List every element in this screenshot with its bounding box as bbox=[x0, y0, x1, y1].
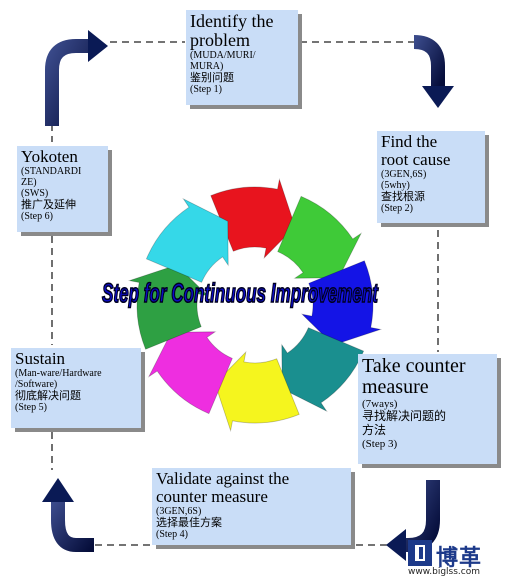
cycle-arrow-segment bbox=[147, 331, 233, 415]
step-chinese-label: 方法 bbox=[362, 422, 387, 437]
step-chinese-label: 推广及延伸 bbox=[21, 197, 76, 211]
step-number: (Step 5) bbox=[15, 402, 47, 414]
step-title-line: counter measure bbox=[156, 486, 268, 506]
step-subtitle-line: (3GEN,6S) bbox=[381, 168, 427, 180]
step-box-take-counter-measure: Take counter measure (7ways) 寻找解决问题的 方法 … bbox=[358, 354, 497, 464]
step-chinese-label: 选择最佳方案 bbox=[156, 515, 222, 529]
step-title-line: Find the bbox=[381, 132, 438, 151]
brand-name: 博革 bbox=[436, 546, 483, 571]
step-title-line: Yokoten bbox=[21, 147, 78, 166]
step-number: (Step 3) bbox=[362, 437, 398, 450]
step-subtitle-line: ZE) bbox=[21, 176, 37, 188]
brand-url: www.biglss.com bbox=[408, 567, 481, 577]
step-title-line: measure bbox=[362, 376, 429, 398]
cycle-arrow-segment bbox=[145, 197, 229, 283]
step-title-line: Identify the bbox=[190, 11, 274, 31]
step-subtitle-line: (Man-ware/Hardware bbox=[15, 367, 102, 379]
step-subtitle-line: MURA) bbox=[190, 60, 224, 72]
step-box-find-root-cause: Find the root cause (3GEN,6S) (5why) 查找根… bbox=[377, 131, 485, 223]
cycle-arrow-segment bbox=[214, 350, 300, 433]
step-chinese-label: 查找根源 bbox=[381, 189, 425, 203]
step-subtitle-line: /Software) bbox=[15, 378, 58, 390]
step-subtitle-line: (5why) bbox=[381, 179, 410, 191]
step-number: (Step 4) bbox=[156, 529, 188, 541]
cycle-arrow-segment bbox=[127, 264, 210, 350]
step-chinese-label: 鉴别问题 bbox=[190, 70, 234, 84]
step-subtitle-line: (7ways) bbox=[362, 398, 398, 410]
step-chinese-label: 彻底解决问题 bbox=[15, 388, 81, 402]
step-subtitle-line: (SWS) bbox=[21, 187, 49, 199]
corner-arrow-top-left bbox=[45, 30, 108, 126]
cycle-arrow-segment bbox=[300, 260, 383, 346]
step-box-identify-problem: Identify the problem (MUDA/MURI/ MURA) 鉴… bbox=[186, 10, 298, 105]
center-title: Step for Continuous Improvement bbox=[102, 278, 379, 308]
step-box-sustain: Sustain (Man-ware/Hardware /Software) 彻底… bbox=[11, 348, 141, 428]
cycle-arrow-segment bbox=[281, 327, 365, 413]
cycle-arrow-segment bbox=[277, 195, 363, 279]
step-number: (Step 2) bbox=[381, 203, 413, 215]
step-title-line: problem bbox=[190, 29, 250, 50]
step-title-line: Sustain bbox=[15, 349, 66, 368]
step-chinese-label: 寻找解决问题的 bbox=[362, 409, 447, 424]
step-box-validate-counter-measure: Validate against the counter measure (3G… bbox=[152, 468, 351, 545]
step-number: (Step 1) bbox=[190, 84, 222, 96]
step-box-yokoten: Yokoten (STANDARDI ZE) (SWS) 推广及延伸 (Step… bbox=[17, 146, 108, 232]
brand-logo-icon bbox=[408, 540, 432, 566]
cycle-arrow-segment bbox=[210, 177, 296, 260]
step-subtitle-line: (STANDARDI bbox=[21, 165, 82, 177]
step-title-line: Validate against the bbox=[156, 469, 290, 488]
step-title-line: root cause bbox=[381, 149, 451, 169]
step-subtitle-line: (MUDA/MURI/ bbox=[190, 49, 256, 61]
step-subtitle-line: (3GEN,6S) bbox=[156, 505, 202, 517]
corner-arrow-bottom-left bbox=[42, 478, 94, 552]
step-title-line: Take counter bbox=[362, 355, 466, 377]
brand-logo: 博革 www.biglss.com bbox=[408, 540, 503, 578]
cycle-arrows bbox=[127, 177, 383, 433]
corner-arrow-top-right bbox=[413, 35, 454, 108]
step-number: (Step 6) bbox=[21, 211, 53, 223]
